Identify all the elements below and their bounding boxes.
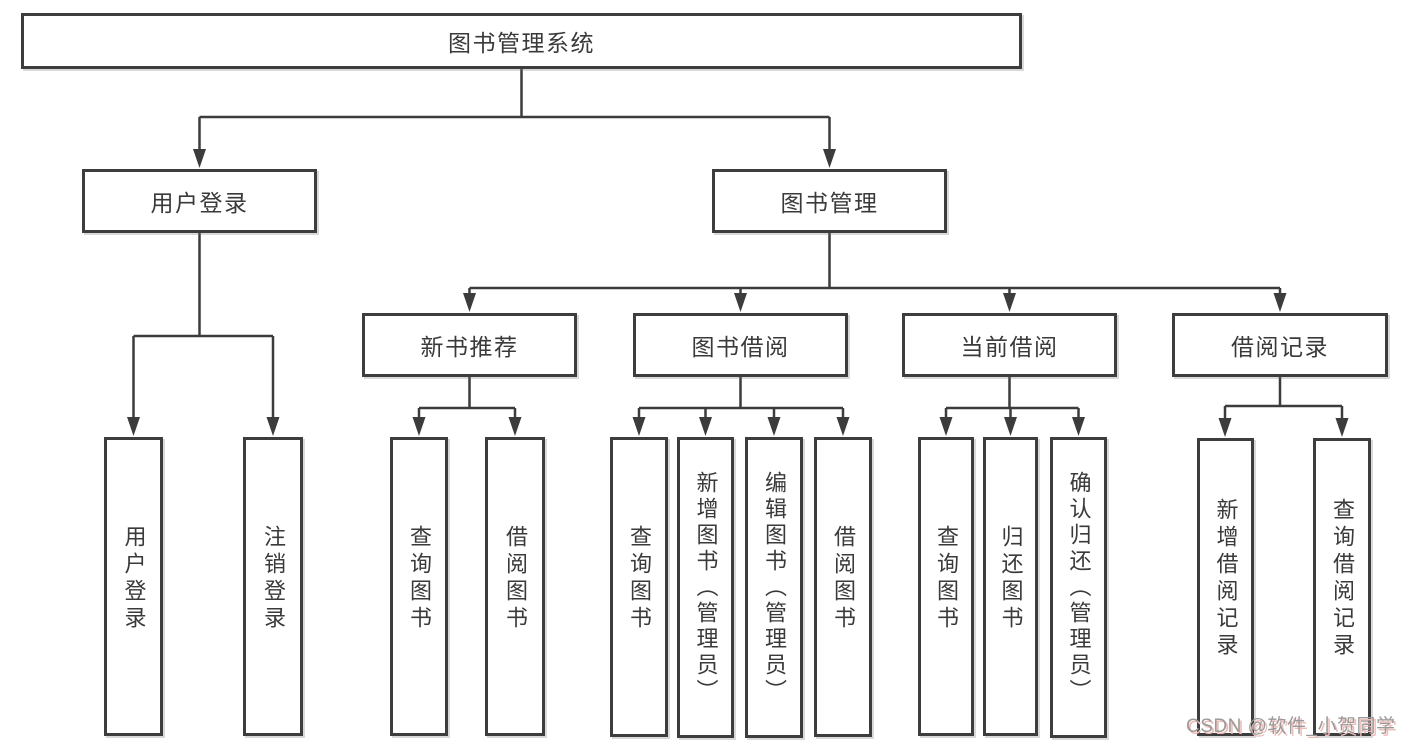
arrowhead-down-icon: [1003, 293, 1016, 312]
box-label-leaf-confirm-return-admin: 确认归还（管理员）: [1066, 470, 1092, 705]
arrowhead-down-icon: [1072, 417, 1085, 436]
arrowhead-down-icon: [632, 417, 646, 436]
box-label-leaf-add-borrow-record: 新增借阅记录: [1213, 498, 1239, 660]
arrowhead-down-icon: [699, 417, 712, 436]
box-leaf-user-login: 用户登录: [104, 437, 163, 736]
arrowhead-down-icon: [127, 417, 140, 436]
edge-from-new-book-recommend: [417, 377, 517, 420]
arrowhead-down-icon: [1335, 418, 1349, 437]
box-label-borrowing-records: 借阅记录: [1231, 334, 1329, 360]
box-label-leaf-logout: 注销登录: [261, 524, 286, 633]
edge-from-borrowing-records: [1223, 377, 1344, 421]
box-leaf-return-books: 归还图书: [983, 437, 1038, 736]
edge-from-book-management: [468, 233, 1282, 296]
box-current-borrowing: 当前借阅: [902, 313, 1117, 377]
box-label-leaf-return-books: 归还图书: [998, 524, 1024, 633]
edge-from-current-borrowing: [944, 377, 1080, 420]
arrowhead-down-icon: [734, 293, 747, 312]
box-label-leaf-query-books-2: 查询图书: [627, 525, 652, 633]
arrowhead-down-icon: [939, 417, 953, 436]
box-user-login: 用户登录: [82, 169, 317, 233]
box-book-borrowing: 图书借阅: [633, 313, 848, 377]
box-root: 图书管理系统: [21, 13, 1022, 69]
box-leaf-query-books-1: 查询图书: [390, 437, 448, 736]
arrowhead-down-icon: [823, 149, 836, 168]
edge-from-root: [198, 69, 831, 152]
box-leaf-query-books-2: 查询图书: [610, 437, 668, 737]
box-leaf-borrow-books-1: 借阅图书: [485, 437, 545, 736]
arrowhead-down-icon: [193, 149, 206, 168]
arrowhead-down-icon: [266, 417, 280, 436]
box-label-leaf-query-books-3: 查询图书: [934, 524, 959, 633]
arrowhead-down-icon: [767, 417, 781, 436]
box-leaf-query-borrow-record: 查询借阅记录: [1313, 438, 1371, 736]
watermark: CSDN @软件_小贺同学: [1186, 716, 1396, 737]
box-new-book-recommend: 新书推荐: [362, 313, 577, 377]
box-label-leaf-borrow-books-1: 借阅图书: [503, 524, 528, 633]
box-book-management: 图书管理: [712, 169, 947, 233]
box-label-leaf-edit-books-admin: 编辑图书（管理员）: [762, 470, 787, 705]
edge-from-book-borrowing: [637, 377, 845, 420]
box-label-leaf-query-borrow-record: 查询借阅记录: [1330, 498, 1355, 660]
box-label-leaf-query-books-1: 查询图书: [407, 524, 432, 633]
box-label-leaf-add-books-admin: 新增图书（管理员）: [693, 470, 719, 705]
box-leaf-query-books-3: 查询图书: [918, 437, 974, 736]
arrowhead-down-icon: [412, 417, 426, 436]
box-label-leaf-user-login: 用户登录: [121, 524, 147, 633]
box-label-book-management: 图书管理: [780, 190, 879, 216]
arrowhead-down-icon: [1004, 417, 1017, 436]
box-leaf-logout: 注销登录: [243, 437, 303, 736]
box-leaf-confirm-return-admin: 确认归还（管理员）: [1050, 437, 1107, 738]
box-leaf-add-books-admin: 新增图书（管理员）: [677, 437, 734, 738]
box-borrowing-records: 借阅记录: [1172, 313, 1388, 377]
arrowhead-down-icon: [1218, 418, 1232, 437]
arrowhead-down-icon: [1273, 293, 1287, 312]
box-label-user-login: 用户登录: [150, 190, 249, 216]
box-label-current-borrowing: 当前借阅: [960, 334, 1059, 360]
arrowhead-down-icon: [463, 293, 476, 312]
box-label-book-borrowing: 图书借阅: [691, 334, 790, 360]
box-label-root: 图书管理系统: [448, 30, 595, 56]
edge-from-user-login: [132, 233, 275, 420]
box-leaf-add-borrow-record: 新增借阅记录: [1197, 438, 1254, 736]
arrowhead-down-icon: [508, 417, 522, 436]
arrowhead-down-icon: [836, 417, 850, 436]
box-label-leaf-borrow-books-2: 借阅图书: [831, 525, 856, 633]
box-leaf-edit-books-admin: 编辑图书（管理员）: [745, 437, 803, 738]
box-leaf-borrow-books-2: 借阅图书: [814, 437, 872, 737]
box-label-new-book-recommend: 新书推荐: [420, 334, 519, 360]
